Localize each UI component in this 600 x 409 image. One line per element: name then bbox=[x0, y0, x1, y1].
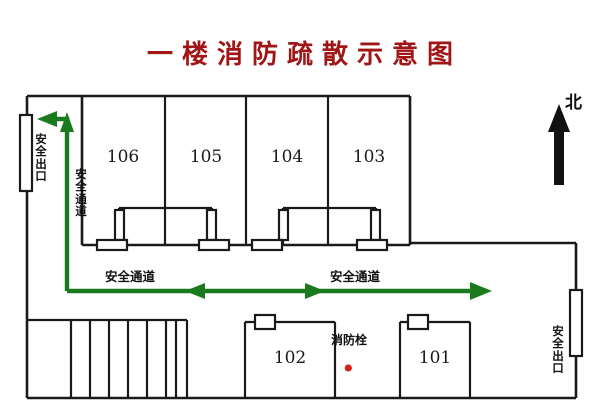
page-title: 一楼消防疏散示意图 bbox=[146, 40, 462, 70]
door-room-102 bbox=[253, 313, 277, 331]
door-room-101 bbox=[406, 313, 430, 331]
room-label-106: 106 bbox=[107, 147, 139, 167]
corridor-label-right: 安全通道 bbox=[330, 269, 381, 284]
passage-label-vertical: 安全通道 bbox=[75, 167, 87, 219]
door-room-103 bbox=[355, 238, 389, 252]
route-arrow-left-exit bbox=[37, 111, 57, 127]
door-room-106 bbox=[95, 238, 129, 252]
route-arrow-corridor-right bbox=[305, 283, 325, 299]
door-room-104 bbox=[250, 238, 284, 252]
room-label-102: 102 bbox=[274, 348, 306, 368]
room-label-105: 105 bbox=[190, 147, 222, 167]
route-arrow-up-left bbox=[60, 112, 74, 132]
partition-103 bbox=[369, 208, 382, 242]
exit-label-right: 安全出口 bbox=[552, 324, 564, 376]
exit-door-left bbox=[18, 113, 34, 193]
fire-hydrant-icon bbox=[338, 354, 359, 388]
north-label: 北 bbox=[565, 93, 582, 113]
hydrant-label: 消防栓 bbox=[330, 333, 367, 347]
partition-104 bbox=[277, 208, 290, 242]
exit-label-left: 安全出口 bbox=[35, 132, 47, 184]
door-room-105 bbox=[197, 238, 231, 252]
corridor-label-left: 安全通道 bbox=[105, 269, 156, 284]
room-label-101: 101 bbox=[419, 348, 451, 368]
north-arrow-icon bbox=[548, 104, 570, 185]
room-label-104: 104 bbox=[271, 147, 303, 167]
stair-outline bbox=[27, 318, 189, 398]
partition-105 bbox=[205, 208, 218, 242]
room-label-103: 103 bbox=[353, 147, 385, 167]
route-arrow-right-exit bbox=[470, 282, 492, 300]
partition-106 bbox=[113, 208, 126, 242]
route-arrow-corridor-left bbox=[185, 283, 205, 299]
route-left-vertical bbox=[57, 116, 70, 291]
exit-door-right bbox=[568, 288, 584, 358]
